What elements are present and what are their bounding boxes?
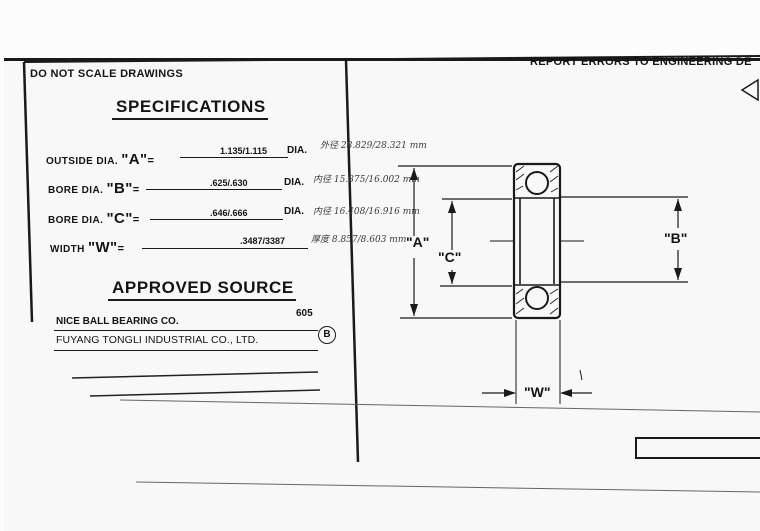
- source-part-number: 605: [296, 308, 313, 319]
- source-primary: NICE BALL BEARING CO.: [56, 316, 179, 327]
- spec-row-outside-value: 1.135/1.115: [220, 146, 268, 156]
- spec-row-bore-c-note: 内径 16.408/16.916 mm: [313, 207, 420, 217]
- spec-row-outside-label: OUTSIDE DIA. "A"=: [46, 151, 155, 168]
- dim-label-w: "W": [524, 384, 551, 400]
- approved-source-underline: [108, 299, 296, 301]
- spec-row-bore-b-value: .625/.630: [210, 178, 248, 188]
- specifications-underline: [112, 118, 268, 120]
- dim-label-a: "A": [406, 234, 430, 250]
- spec-row-outside-unit: DIA.: [287, 145, 307, 156]
- specifications-title: SPECIFICATIONS: [116, 97, 266, 116]
- spec-row-bore-b-note: 内径 15.875/16.002 mm: [313, 175, 420, 185]
- spec-row-width-note: 厚度 8.857/8.603 mm: [311, 235, 407, 245]
- source-mark-circle: B: [318, 326, 336, 344]
- spec-row-width-label: WIDTH "W"=: [50, 239, 125, 256]
- spec-row-outside-note: 外径 28.829/28.321 mm: [320, 141, 427, 151]
- spec-row-bore-c-unit: DIA.: [284, 206, 304, 217]
- spec-row-bore-b-unit: DIA.: [284, 177, 304, 188]
- report-errors-note: REPORT ERRORS TO ENGINEERING DE: [530, 56, 752, 68]
- spec-row-bore-c-value: .646/.666: [210, 208, 248, 218]
- dim-label-c: "C": [438, 249, 462, 265]
- spec-row-bore-b-label: BORE DIA. "B"=: [48, 180, 140, 197]
- spec-row-width-value: .3487/3387: [240, 236, 286, 246]
- do-not-scale-note: DO NOT SCALE DRAWINGS: [30, 68, 183, 80]
- dim-label-b: "B": [664, 230, 688, 246]
- drawing-sheet: [4, 58, 760, 531]
- spec-row-bore-c-label: BORE DIA. "C"=: [48, 210, 140, 227]
- source-secondary: FUYANG TONGLI INDUSTRIAL CO., LTD.: [56, 334, 259, 346]
- approved-source-title: APPROVED SOURCE: [112, 278, 294, 297]
